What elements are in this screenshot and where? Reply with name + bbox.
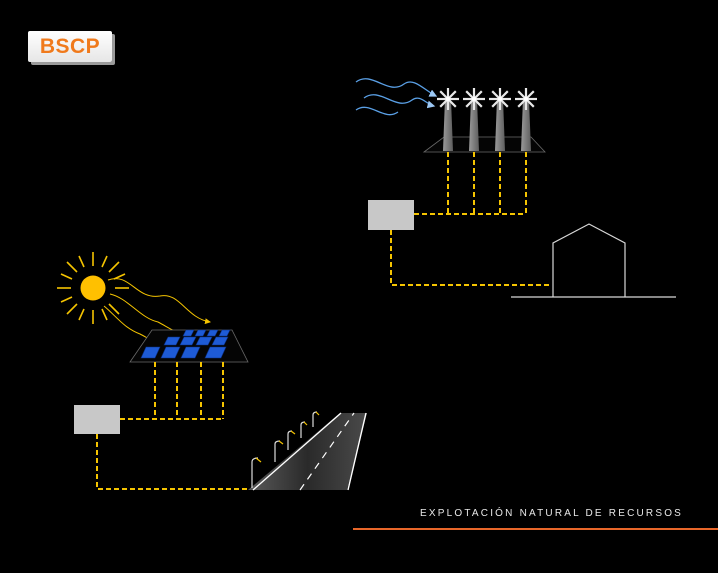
sun-icon — [57, 252, 129, 324]
logo: BSCP — [28, 31, 112, 62]
wind-inverter-box — [368, 200, 414, 230]
wind-turbine-icon — [515, 88, 537, 151]
street-lamp-icon — [312, 411, 320, 427]
street-lamp-icon — [274, 440, 284, 462]
caption: EXPLOTACIÓN NATURAL DE RECURSOS — [420, 508, 684, 519]
wind-turbine-icon — [489, 88, 511, 151]
road-icon — [248, 412, 367, 491]
wind-icon — [355, 78, 438, 116]
solar-inverter-box — [74, 405, 120, 434]
solar-wiring — [96, 362, 249, 490]
wind-farm-ground — [422, 136, 546, 153]
wind-turbine-icon — [437, 88, 459, 151]
logo-text: BSCP — [39, 35, 101, 58]
street-lamp-icon — [287, 430, 296, 450]
solar-panel-icon — [140, 329, 231, 359]
caption-underline — [353, 528, 718, 530]
wind-turbine-icon — [463, 88, 485, 151]
house-icon — [511, 223, 676, 298]
street-lamp-icon — [251, 457, 262, 488]
street-lamp-icon — [300, 421, 308, 438]
wind-wiring — [390, 152, 551, 286]
